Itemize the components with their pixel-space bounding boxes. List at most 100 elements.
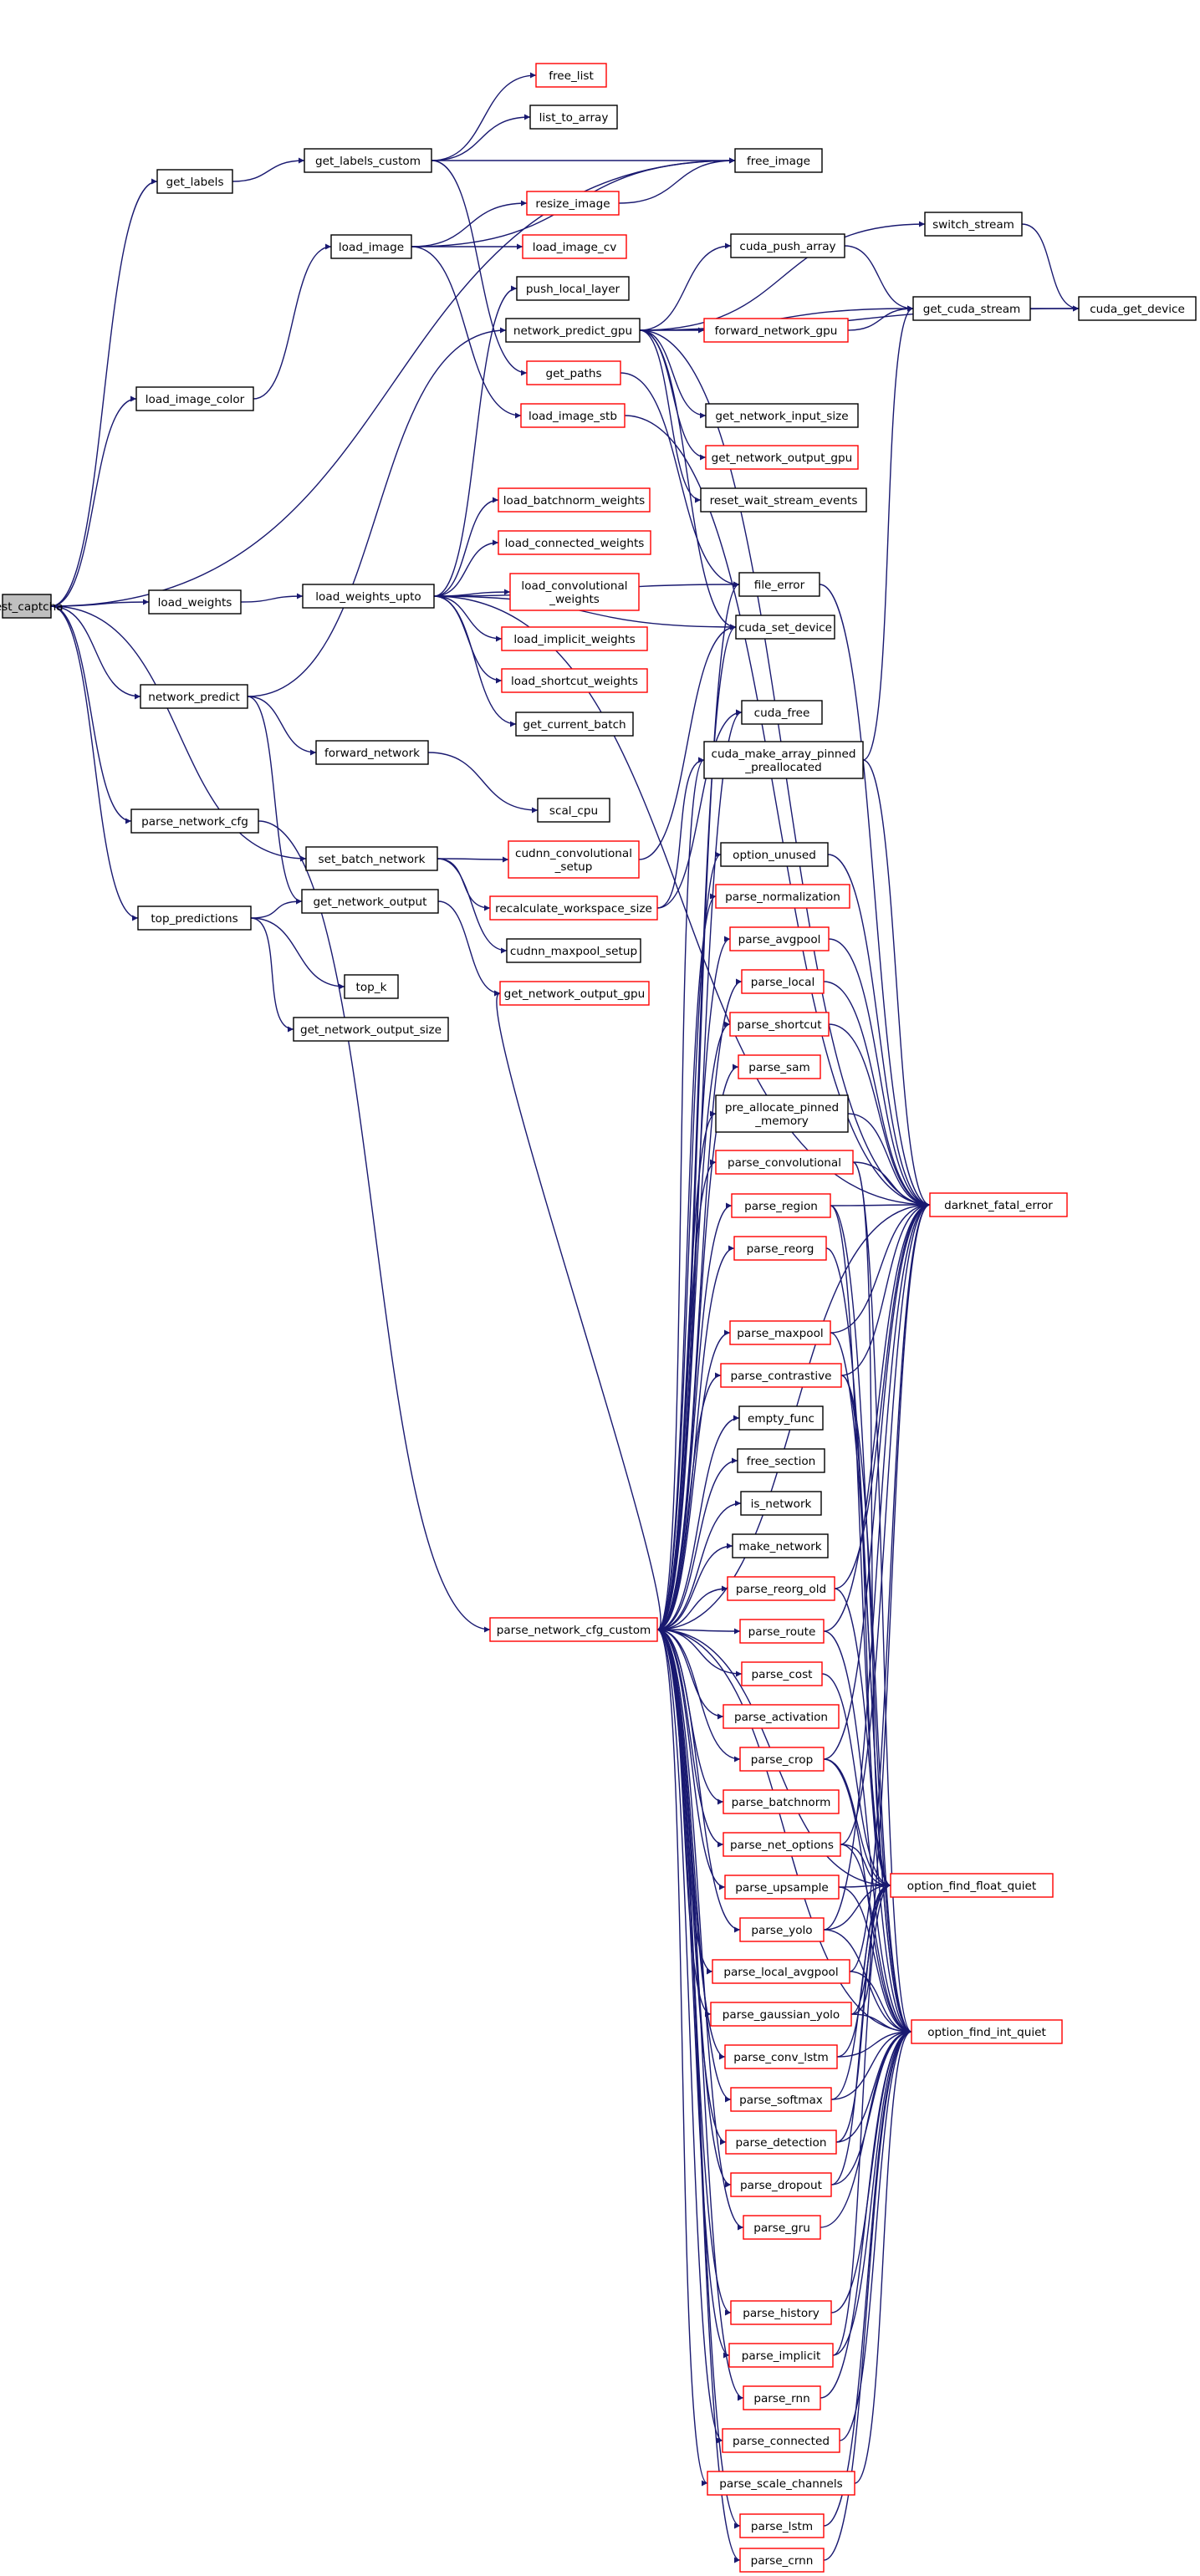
node-box-parse_cost	[741, 1661, 823, 1686]
node-recalculate_workspace_size[interactable]: recalculate_workspace_size	[489, 895, 658, 921]
edge-parse_gru-to-option_find_int_quiet	[820, 2028, 912, 2228]
node-file_error[interactable]: file_error	[738, 572, 820, 597]
node-get_labels_custom[interactable]: get_labels_custom	[304, 148, 432, 173]
node-option_find_float_quiet[interactable]: option_find_float_quiet	[890, 1873, 1054, 1898]
node-parse_reorg_old[interactable]: parse_reorg_old	[727, 1576, 835, 1601]
node-parse_implicit[interactable]: parse_implicit	[728, 2343, 834, 2368]
node-parse_route[interactable]: parse_route	[739, 1619, 825, 1644]
node-parse_upsample[interactable]: parse_upsample	[724, 1875, 840, 1900]
node-free_section[interactable]: free_section	[737, 1448, 825, 1473]
node-free_image[interactable]: free_image	[734, 148, 823, 173]
node-parse_conv_lstm[interactable]: parse_conv_lstm	[724, 2044, 838, 2069]
node-make_network[interactable]: make_network	[732, 1533, 829, 1558]
node-cuda_free[interactable]: cuda_free	[741, 700, 823, 725]
node-cudnn_convolutional_setup[interactable]: cudnn_convolutional_setup	[508, 840, 640, 879]
node-parse_cost[interactable]: parse_cost	[741, 1661, 823, 1686]
edge-parse_net_options-to-option_find_float_quiet	[840, 1844, 891, 1889]
node-set_batch_network[interactable]: set_batch_network	[305, 846, 438, 871]
node-parse_local[interactable]: parse_local	[741, 969, 825, 994]
node-forward_network[interactable]: forward_network	[315, 740, 429, 765]
node-parse_scale_channels[interactable]: parse_scale_channels	[707, 2471, 855, 2496]
node-option_unused[interactable]: option_unused	[720, 842, 829, 867]
node-darknet_fatal_error[interactable]: darknet_fatal_error	[929, 1192, 1068, 1217]
node-parse_connected[interactable]: parse_connected	[722, 2428, 840, 2453]
node-is_network[interactable]: is_network	[740, 1491, 822, 1516]
node-get_network_output_size[interactable]: get_network_output_size	[293, 1017, 449, 1042]
node-load_batchnorm_weights[interactable]: load_batchnorm_weights	[498, 487, 651, 513]
node-push_local_layer[interactable]: push_local_layer	[516, 276, 630, 301]
node-top_predictions[interactable]: top_predictions	[137, 905, 252, 931]
node-label-parse_net_options: parse_net_options	[730, 1839, 834, 1852]
node-parse_activation[interactable]: parse_activation	[723, 1704, 840, 1729]
node-load_convolutional_weights[interactable]: load_convolutional_weights	[509, 573, 640, 611]
node-box-parse_reorg_old	[727, 1576, 835, 1601]
node-get_current_batch[interactable]: get_current_batch	[515, 712, 634, 737]
node-pre_allocate_pinned_memory[interactable]: pre_allocate_pinned_memory	[715, 1094, 849, 1133]
node-switch_stream[interactable]: switch_stream	[924, 212, 1023, 237]
node-parse_history[interactable]: parse_history	[730, 2300, 832, 2325]
node-parse_softmax[interactable]: parse_softmax	[730, 2087, 832, 2112]
node-parse_rnn[interactable]: parse_rnn	[743, 2385, 821, 2410]
node-box-cudnn_maxpool_setup	[506, 938, 641, 963]
node-load_connected_weights[interactable]: load_connected_weights	[498, 530, 651, 555]
node-parse_crnn[interactable]: parse_crnn	[739, 2548, 825, 2573]
node-cudnn_maxpool_setup[interactable]: cudnn_maxpool_setup	[506, 938, 641, 963]
node-parse_dropout[interactable]: parse_dropout	[730, 2172, 832, 2197]
node-get_network_output[interactable]: get_network_output	[301, 889, 439, 914]
node-load_image[interactable]: load_image	[330, 234, 412, 259]
node-parse_gaussian_yolo[interactable]: parse_gaussian_yolo	[710, 2002, 852, 2027]
node-parse_network_cfg_custom[interactable]: parse_network_cfg_custom	[489, 1617, 658, 1642]
node-cuda_set_device[interactable]: cuda_set_device	[735, 615, 835, 640]
node-get_paths[interactable]: get_paths	[526, 360, 621, 385]
node-get_network_input_size[interactable]: get_network_input_size	[705, 403, 859, 428]
node-parse_gru[interactable]: parse_gru	[743, 2215, 821, 2240]
node-load_weights[interactable]: load_weights	[148, 589, 242, 615]
node-parse_local_avgpool[interactable]: parse_local_avgpool	[712, 1959, 850, 1984]
node-get_network_output_gpu_b[interactable]: get_network_output_gpu	[705, 445, 859, 470]
node-parse_yolo[interactable]: parse_yolo	[739, 1917, 825, 1942]
node-parse_contrastive[interactable]: parse_contrastive	[720, 1363, 842, 1388]
node-list_to_array[interactable]: list_to_array	[529, 105, 618, 130]
edge-parse_scale_channels-to-option_find_int_quiet	[854, 2028, 912, 2484]
node-top_k[interactable]: top_k	[344, 974, 399, 999]
node-load_image_cv[interactable]: load_image_cv	[522, 234, 627, 259]
node-forward_network_gpu[interactable]: forward_network_gpu	[703, 318, 849, 343]
node-parse_batchnorm[interactable]: parse_batchnorm	[723, 1789, 840, 1814]
node-parse_region[interactable]: parse_region	[731, 1193, 831, 1218]
node-get_cuda_stream[interactable]: get_cuda_stream	[912, 296, 1031, 321]
node-test_captcha[interactable]: test_captcha	[0, 594, 64, 619]
node-network_predict_gpu[interactable]: network_predict_gpu	[505, 318, 641, 343]
node-free_list[interactable]: free_list	[535, 63, 607, 88]
node-load_weights_upto[interactable]: load_weights_upto	[302, 584, 435, 609]
node-resize_image[interactable]: resize_image	[526, 191, 620, 216]
node-box-parse_upsample	[724, 1875, 840, 1900]
node-network_predict[interactable]: network_predict	[140, 684, 248, 709]
node-option_find_int_quiet[interactable]: option_find_int_quiet	[911, 2019, 1063, 2044]
node-parse_sam[interactable]: parse_sam	[738, 1054, 821, 1079]
node-parse_lstm[interactable]: parse_lstm	[739, 2513, 825, 2538]
edge-parse_shortcut-to-darknet_fatal_error	[828, 1023, 931, 1208]
node-reset_wait_stream_events[interactable]: reset_wait_stream_events	[700, 487, 867, 513]
node-load_image_stb[interactable]: load_image_stb	[520, 403, 626, 428]
edge-parse_yolo-to-option_find_float_quiet	[823, 1882, 891, 1931]
node-cuda_get_device[interactable]: cuda_get_device	[1078, 296, 1197, 321]
node-parse_net_options[interactable]: parse_net_options	[723, 1832, 841, 1857]
node-parse_shortcut[interactable]: parse_shortcut	[729, 1012, 830, 1037]
node-cuda_make_array_pinned_preallocated[interactable]: cuda_make_array_pinned_preallocated	[703, 741, 864, 779]
node-get_network_output_gpu_a[interactable]: get_network_output_gpu	[499, 981, 650, 1006]
node-parse_detection[interactable]: parse_detection	[725, 2130, 837, 2155]
node-parse_avgpool[interactable]: parse_avgpool	[729, 926, 830, 951]
node-parse_network_cfg[interactable]: parse_network_cfg	[130, 809, 259, 834]
node-scal_cpu[interactable]: scal_cpu	[537, 798, 610, 823]
node-get_labels[interactable]: get_labels	[156, 169, 233, 194]
node-load_shortcut_weights[interactable]: load_shortcut_weights	[501, 668, 648, 693]
node-parse_reorg[interactable]: parse_reorg	[733, 1236, 827, 1261]
node-parse_maxpool[interactable]: parse_maxpool	[729, 1320, 831, 1345]
node-load_image_color[interactable]: load_image_color	[135, 386, 254, 411]
node-load_implicit_weights[interactable]: load_implicit_weights	[501, 626, 648, 651]
node-empty_func[interactable]: empty_func	[738, 1405, 824, 1431]
node-cuda_push_array[interactable]: cuda_push_array	[730, 233, 845, 258]
node-parse_convolutional[interactable]: parse_convolutional	[715, 1150, 854, 1175]
node-parse_normalization[interactable]: parse_normalization	[715, 884, 850, 909]
node-parse_crop[interactable]: parse_crop	[739, 1747, 825, 1772]
